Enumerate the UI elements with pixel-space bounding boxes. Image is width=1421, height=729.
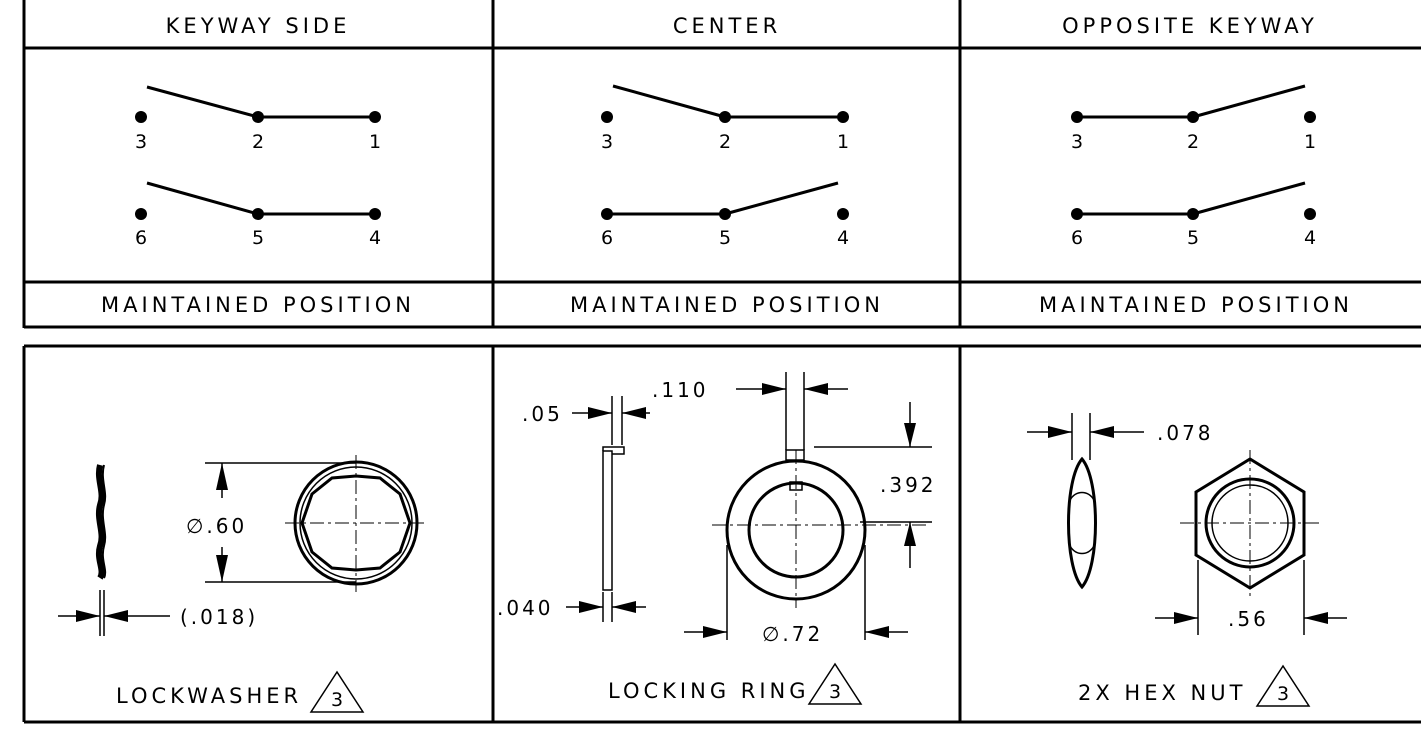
terminal-label: 3 [1071, 131, 1083, 153]
locking-ring-diameter: ∅.72 [762, 622, 823, 646]
hardware-table: ∅.60 (.018) LOCKWASHER 3 [22, 344, 1421, 724]
header-opposite-keyway: OPPOSITE KEYWAY [1062, 14, 1318, 38]
locking-ring-note: 3 [829, 681, 841, 703]
terminal-label: 1 [369, 131, 381, 153]
terminal-label: 5 [252, 227, 264, 249]
footer-opposite-keyway: MAINTAINED POSITION [1039, 293, 1353, 317]
terminal-label: 4 [837, 227, 849, 249]
footer-center: MAINTAINED POSITION [570, 293, 884, 317]
switch-center: 3 2 1 6 5 4 [601, 84, 849, 249]
hex-nut-view: .078 .56 2X HEX NUT 3 [1027, 413, 1347, 707]
terminal-label: 3 [135, 131, 147, 153]
terminal-label: 1 [837, 131, 849, 153]
terminal-label: 4 [1304, 227, 1316, 249]
header-center: CENTER [673, 14, 781, 38]
terminal-label: 4 [369, 227, 381, 249]
locking-ring-view: .110 .05 .040 .392 [497, 372, 937, 705]
terminal-label: 2 [1187, 131, 1199, 153]
hex-nut-flats: .56 [1228, 607, 1269, 631]
locking-ring-thickness: .040 [497, 596, 554, 620]
switch-position-table: KEYWAY SIDE CENTER OPPOSITE KEYWAY MAINT… [22, 0, 1421, 329]
terminal-label: 6 [601, 227, 613, 249]
lockwasher-diameter: ∅.60 [186, 514, 247, 538]
terminal-dot [135, 111, 147, 123]
footer-keyway-side: MAINTAINED POSITION [101, 293, 415, 317]
terminal-label: 3 [601, 131, 613, 153]
terminal-label: 6 [1071, 227, 1083, 249]
locking-ring-tab-width: .110 [652, 378, 709, 402]
lockwasher-thickness: (.018) [180, 605, 258, 629]
switch-keyway-side: 3 2 1 6 5 4 [135, 85, 381, 249]
lockwasher-view: ∅.60 (.018) LOCKWASHER 3 [58, 455, 428, 713]
terminal-label: 6 [135, 227, 147, 249]
locking-ring-label: LOCKING RING [608, 679, 810, 703]
lockwasher-note: 3 [331, 689, 343, 711]
switch-opposite-keyway: 3 2 1 6 5 4 [1071, 84, 1316, 249]
hex-nut-note: 3 [1277, 683, 1289, 705]
hex-nut-thickness: .078 [1157, 421, 1214, 445]
terminal-label: 5 [719, 227, 731, 249]
hex-nut-label: 2X HEX NUT [1078, 681, 1246, 705]
locking-ring-key-dim: .392 [880, 473, 937, 497]
terminal-label: 2 [719, 131, 731, 153]
locking-ring-tab-height: .05 [522, 402, 563, 426]
lockwasher-label: LOCKWASHER [116, 684, 302, 708]
terminal-label: 5 [1187, 227, 1199, 249]
terminal-label: 2 [252, 131, 264, 153]
header-keyway-side: KEYWAY SIDE [166, 14, 351, 38]
terminal-label: 1 [1304, 131, 1316, 153]
